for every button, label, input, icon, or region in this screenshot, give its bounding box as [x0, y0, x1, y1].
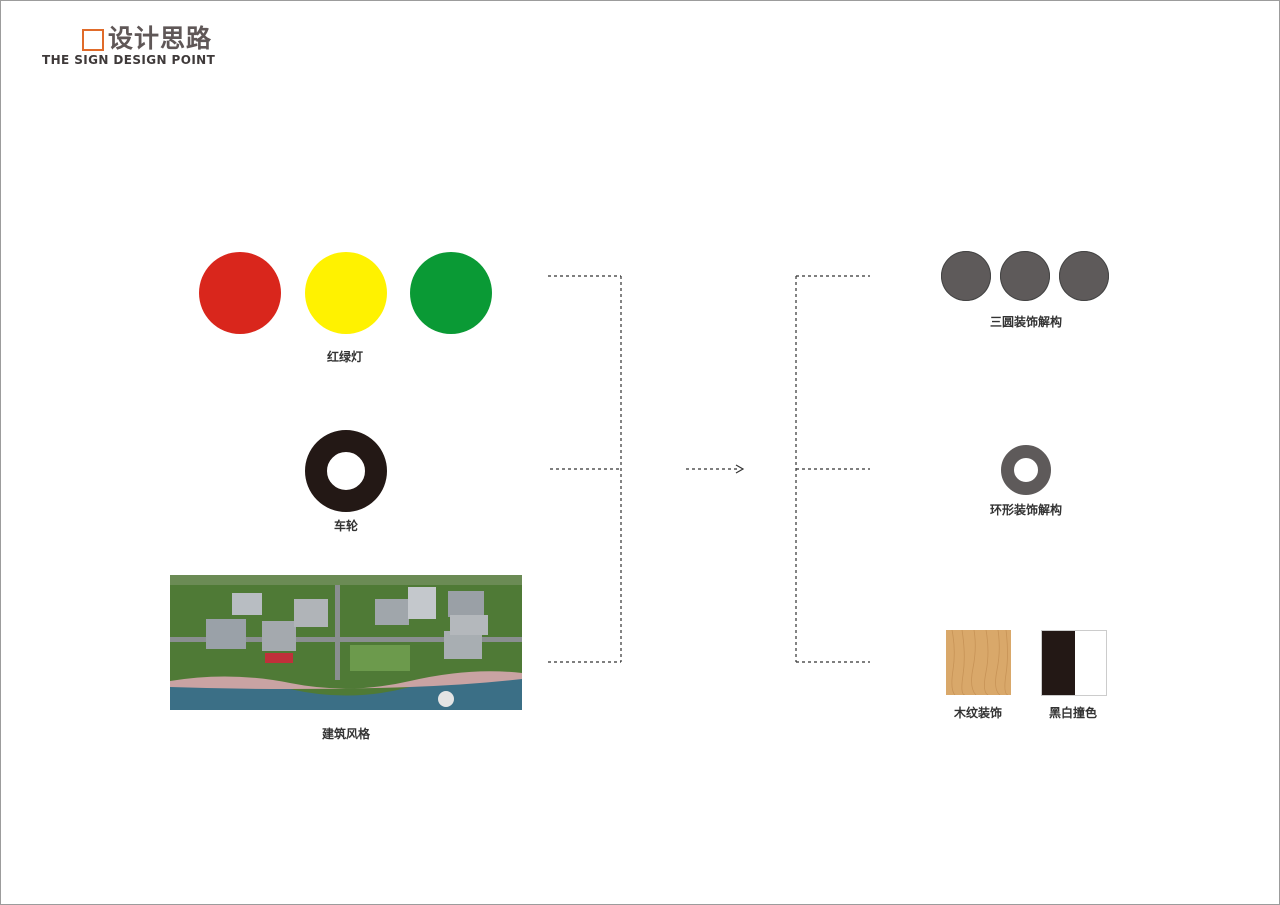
three-circles-label: 三圆装饰解构	[989, 315, 1063, 329]
black-half	[1042, 631, 1075, 695]
wheel-label: 车轮	[333, 519, 359, 533]
ring-label: 环形装饰解构	[989, 503, 1063, 517]
architecture-label: 建筑风格	[321, 727, 371, 741]
arrow-head-icon	[735, 464, 745, 474]
yellow-light-circle	[305, 252, 387, 334]
deco-circle-1	[941, 251, 991, 301]
wheel-icon	[305, 430, 387, 512]
deco-circle-3	[1059, 251, 1109, 301]
deco-circle-2	[1000, 251, 1050, 301]
red-light-circle	[199, 252, 281, 334]
wood-label: 木纹装饰	[953, 706, 1003, 720]
page-title: 设计思路	[108, 24, 213, 53]
ring-icon	[1001, 445, 1051, 495]
page-subtitle: THE SIGN DESIGN POINT	[42, 53, 216, 67]
white-half	[1075, 631, 1106, 695]
green-light-circle	[410, 252, 492, 334]
wood-grain-swatch	[946, 630, 1011, 695]
traffic-light-label: 红绿灯	[326, 350, 364, 364]
black-white-swatch	[1041, 630, 1107, 696]
black-white-label: 黑白撞色	[1048, 706, 1098, 720]
logo-square-icon	[82, 29, 104, 51]
architecture-aerial-image	[170, 575, 522, 710]
